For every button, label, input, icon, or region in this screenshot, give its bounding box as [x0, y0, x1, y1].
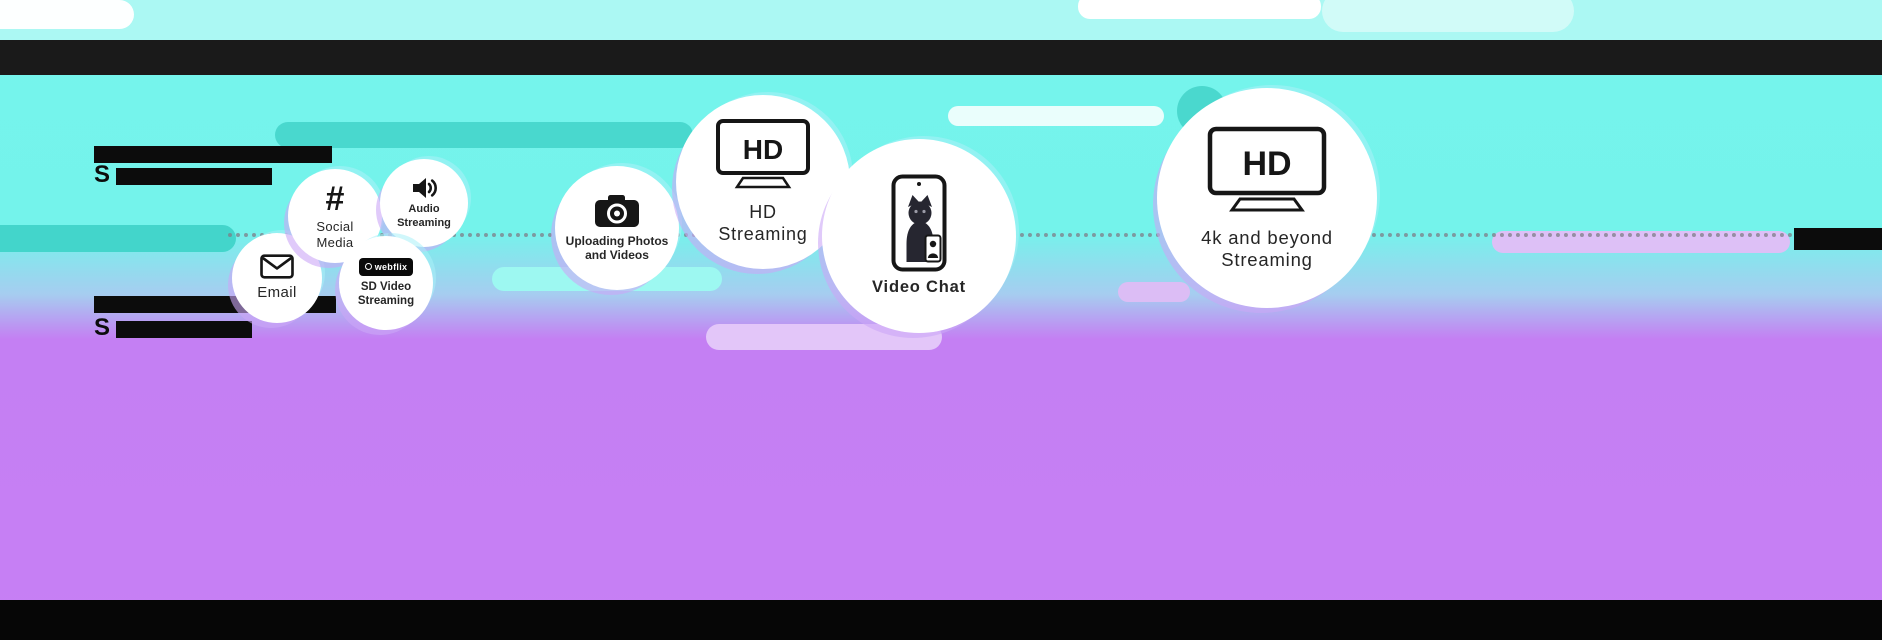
- bubble-label: HD Streaming: [718, 202, 808, 244]
- partial-letter: S: [94, 314, 112, 341]
- bubble-video-chat: Video Chat: [822, 139, 1016, 333]
- bubble-label: Video Chat: [872, 278, 966, 297]
- bubble-hd-streaming: HD HD Streaming: [676, 95, 850, 269]
- bubble-4k-streaming: HD 4k and beyond Streaming: [1157, 88, 1377, 308]
- top-strip-translucent-pill: [1322, 0, 1574, 32]
- bubble-label: Social Media: [316, 218, 354, 250]
- hd-logo-text: HD: [743, 134, 783, 165]
- webflix-logo-text: webflix: [374, 261, 408, 272]
- redacted-text-bar: [94, 146, 332, 163]
- video-chat-phone-icon: [891, 174, 947, 272]
- bubble-label: SD Video Streaming: [357, 280, 415, 307]
- webflix-logo: webflix: [358, 257, 414, 276]
- camera-icon: [595, 194, 639, 227]
- bottom-black-band: [0, 600, 1882, 640]
- hashtag-icon: #: [325, 179, 345, 218]
- redacted-text-bar-right-edge: [1794, 228, 1882, 250]
- speaker-icon: [413, 178, 437, 199]
- bubble-label: Email: [257, 284, 297, 301]
- top-light-strip: [0, 0, 1882, 40]
- bubble-sd-video-streaming: webflix SD Video Streaming: [339, 236, 433, 330]
- bubble-label: Audio Streaming: [397, 203, 451, 229]
- decorative-teal-pill-left: [0, 225, 236, 252]
- bubble-social-media: # Social Media: [288, 169, 382, 263]
- decorative-teal-pill-upper: [275, 122, 693, 148]
- bubble-uploading-photos-videos: Uploading Photos and Videos: [555, 166, 679, 290]
- hd-logo-text: HD: [1242, 145, 1291, 183]
- hd-tv-icon: HD: [716, 119, 810, 189]
- top-strip-white-pill-left: [0, 0, 134, 29]
- bubble-audio-streaming: Audio Streaming: [380, 159, 468, 247]
- top-black-band: [0, 40, 1882, 75]
- partial-letter: S: [94, 161, 112, 188]
- bubble-label: 4k and beyond Streaming: [1201, 226, 1333, 270]
- decorative-lavender-pill-small: [1118, 282, 1190, 302]
- dotted-speed-line: [228, 233, 1882, 237]
- redacted-text-bar: [116, 321, 252, 338]
- redacted-text-bar: [116, 168, 272, 185]
- 4k-tv-icon: HD: [1207, 126, 1327, 212]
- bubble-label: Uploading Photos and Videos: [565, 233, 669, 262]
- decorative-white-pill: [948, 106, 1164, 126]
- top-strip-white-pill-right: [1078, 0, 1321, 19]
- webflix-play-icon: [364, 263, 372, 271]
- envelope-icon: [260, 254, 294, 279]
